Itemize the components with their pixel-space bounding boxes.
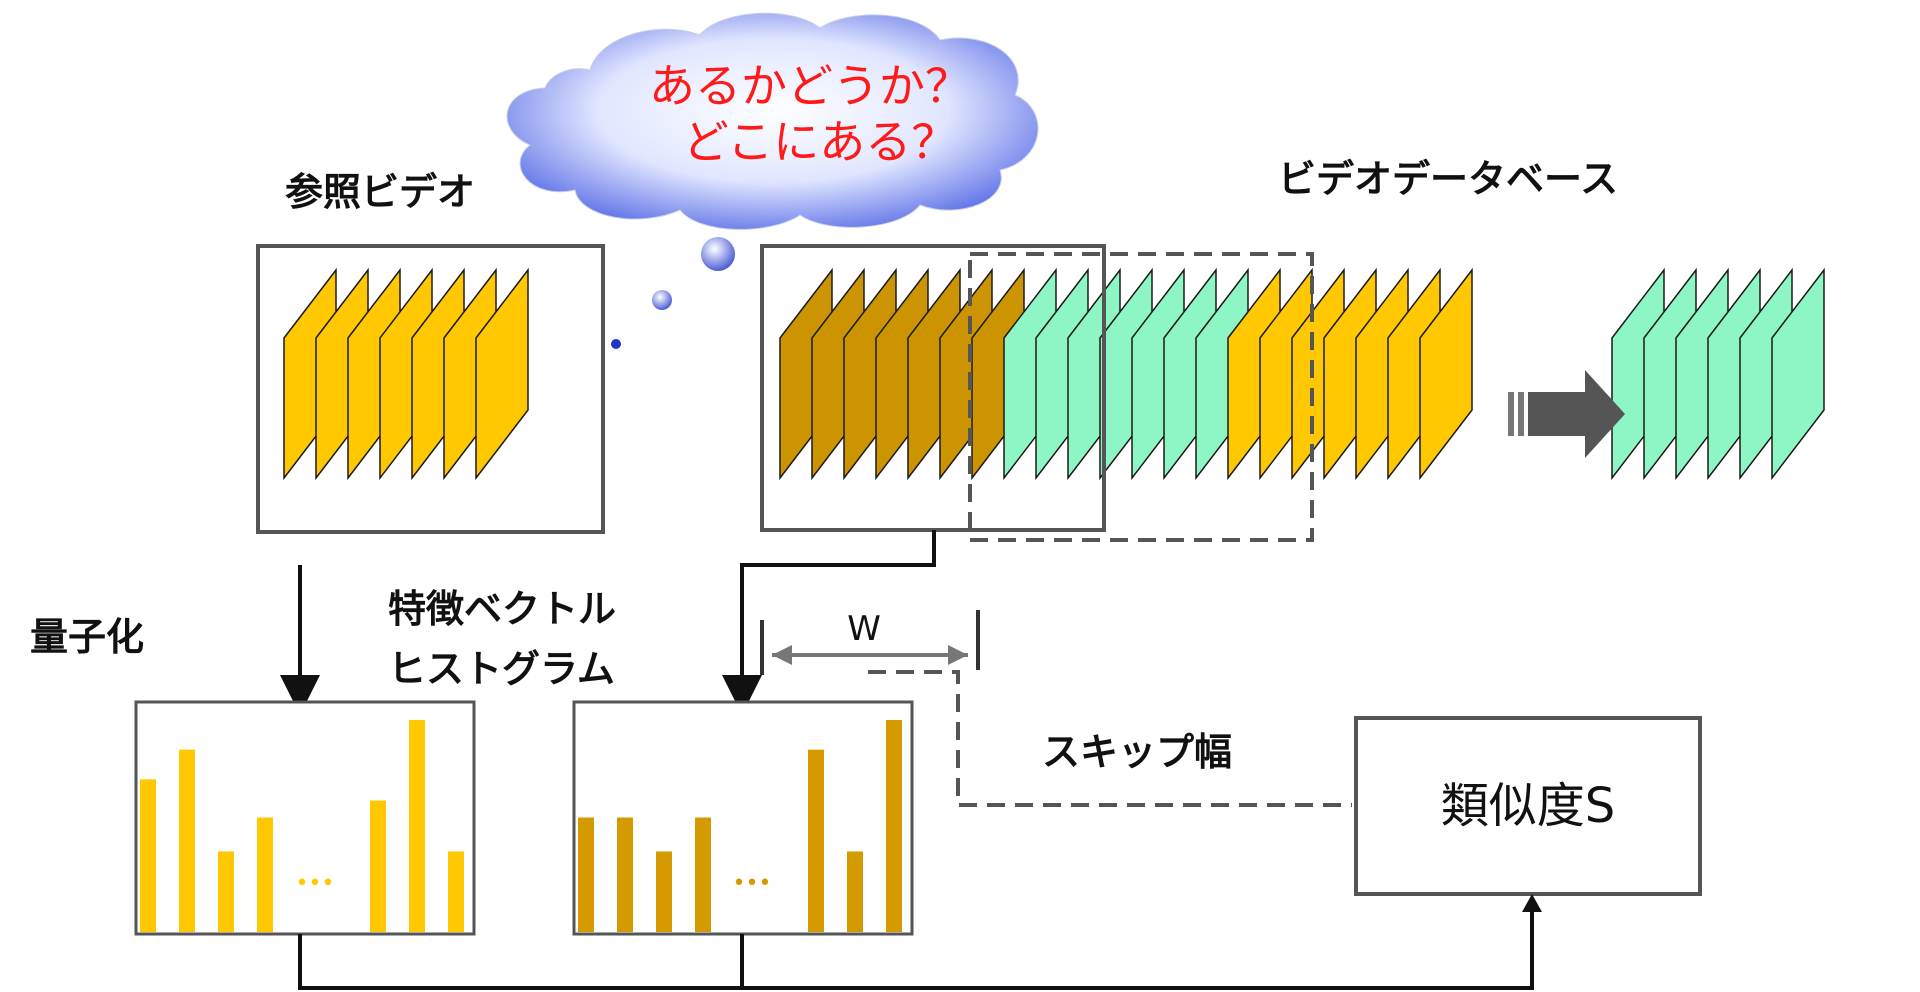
window-arrow-left-head (772, 645, 792, 665)
histogram-bar (409, 720, 425, 932)
window-arrow-right-head (948, 645, 968, 665)
reference-histogram-ellipsis: ••• (296, 871, 335, 896)
query-histogram-bars (578, 720, 902, 932)
histogram-bar (370, 800, 386, 932)
reference-frame (475, 267, 529, 481)
query-histogram-ellipsis: ••• (733, 871, 772, 896)
histogram-bar (179, 749, 195, 932)
similarity-arrow-head (1522, 894, 1542, 912)
histogram-bar (140, 779, 156, 932)
thought-bubble-medium (652, 290, 672, 310)
histogram-label-line-1: 特徴ベクトル (388, 587, 616, 631)
histogram-label-line-2: ヒストグラム (388, 647, 615, 691)
histogram-bar (808, 749, 824, 932)
histogram-bar (578, 817, 594, 932)
similarity-label: 類似度S (1441, 778, 1615, 834)
database-frame-other (1771, 267, 1825, 481)
similarity-box (1354, 716, 1702, 896)
quantization-label: 量子化 (30, 615, 144, 659)
cloud-line-2: どこにある？ (683, 115, 958, 169)
histogram-bar (886, 720, 902, 932)
histogram-bar (218, 851, 234, 932)
skip-width-dashed-line (868, 670, 1352, 807)
window-label: W (847, 609, 881, 649)
video-database-label: ビデオデータベース (1278, 157, 1618, 201)
histogram-bar (656, 851, 672, 932)
shifted-window-box (968, 252, 1314, 542)
histogram-bar (695, 817, 711, 932)
thought-cloud (506, 12, 1039, 230)
reference-video-label: 参照ビデオ (285, 170, 475, 214)
arrow-query-to-hist (722, 530, 936, 715)
histogram-bar (617, 817, 633, 932)
histograms-to-similarity-connector (298, 902, 1534, 990)
histogram-bar (257, 817, 273, 932)
sequence-arrow (1508, 370, 1625, 458)
reference-frames (283, 267, 529, 481)
cloud-line-1: あるかどうか？ (649, 59, 971, 113)
database-frames (779, 267, 1825, 481)
histogram-bar (448, 851, 464, 932)
database-frame-candidate (1419, 267, 1473, 481)
thought-bubble-small (611, 339, 621, 349)
histogram-bar (847, 851, 863, 932)
reference-histogram-bars (140, 720, 464, 932)
thought-bubble-large (701, 237, 735, 271)
skip-width-label: スキップ幅 (1042, 730, 1232, 774)
